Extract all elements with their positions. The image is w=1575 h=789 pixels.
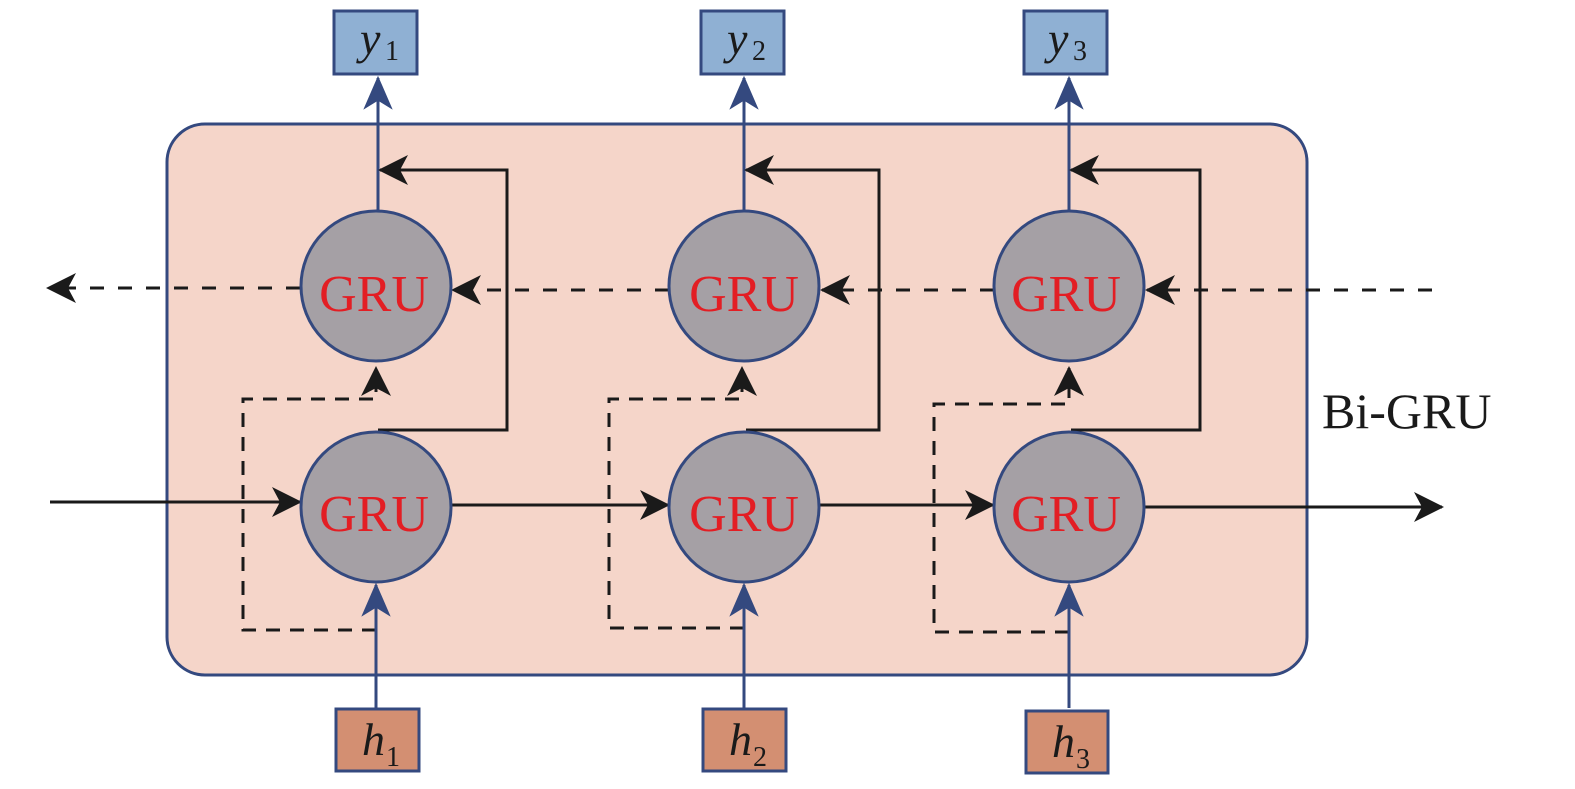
output-box-y1: y 1 [332,9,419,76]
gru-label: GRU [1011,486,1121,543]
input-backward-connector-2 [607,366,757,630]
forward-output-connector-2 [744,155,881,432]
output-var: y [723,13,748,64]
forward-recurrent-line [50,487,1444,522]
forward-output-connector-3 [1069,155,1202,432]
forward-gru-cell-3: GRU [992,430,1146,584]
backward-gru-cell-2: GRU [667,209,821,363]
backward-recurrent-line [46,273,1432,305]
backward-gru-cell-3: GRU [992,209,1146,363]
input-var: h [729,714,752,765]
gru-label: GRU [319,266,429,323]
output-arrows [363,75,1084,212]
output-var: y [1044,13,1069,64]
forward-to-output-connectors [378,155,1202,432]
output-subscript: 2 [752,36,766,67]
forward-gru-cell-1: GRU [299,430,453,584]
output-subscript: 3 [1073,36,1087,67]
output-subscript: 1 [385,36,399,67]
backward-gru-cell-1: GRU [299,209,453,363]
input-arrows [361,582,1084,708]
output-box-y3: y 3 [1022,9,1109,76]
input-subscript: 3 [1076,744,1090,775]
output-var: y [356,13,381,64]
output-box-y2: y 2 [699,9,786,76]
bi-gru-label: Bi-GRU [1322,383,1491,439]
input-box-h3: h 3 [1024,709,1110,775]
gru-label: GRU [319,486,429,543]
input-subscript: 2 [753,742,767,773]
input-backward-connector-1 [241,366,391,632]
input-box-h1: h 1 [334,707,421,773]
gru-label: GRU [1011,266,1121,323]
gru-label: GRU [689,486,799,543]
input-subscript: 1 [386,742,400,773]
input-to-backward-connectors [241,366,1084,634]
input-backward-connector-3 [932,366,1084,634]
forward-output-connector-1 [378,155,509,432]
input-var: h [362,714,385,765]
forward-gru-cell-2: GRU [667,430,821,584]
input-box-h2: h 2 [701,707,788,773]
gru-label: GRU [689,266,799,323]
input-var: h [1052,716,1075,767]
